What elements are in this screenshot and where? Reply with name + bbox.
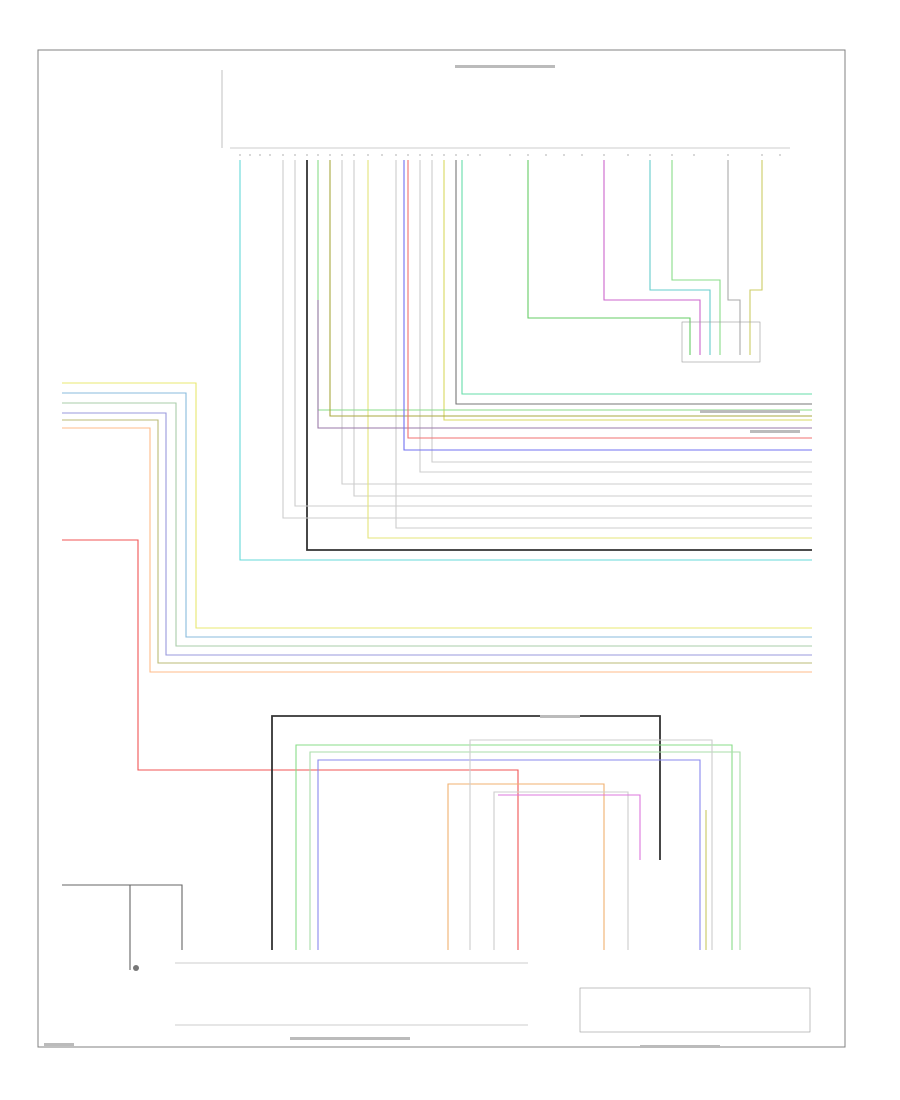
left-bundle [62,382,812,673]
top-wire-drops [239,160,812,561]
red-wire [62,539,519,950]
bottom-connector-right [579,987,811,1033]
faint-labels [44,65,800,1048]
bottom-connector-left [175,962,528,1026]
lower-wires [271,715,741,950]
top-connector-block [221,70,790,156]
top-connector-pins [239,154,781,156]
splice-cluster [527,160,763,363]
diagram-border [37,49,846,1048]
bottom-left-component [62,884,183,971]
